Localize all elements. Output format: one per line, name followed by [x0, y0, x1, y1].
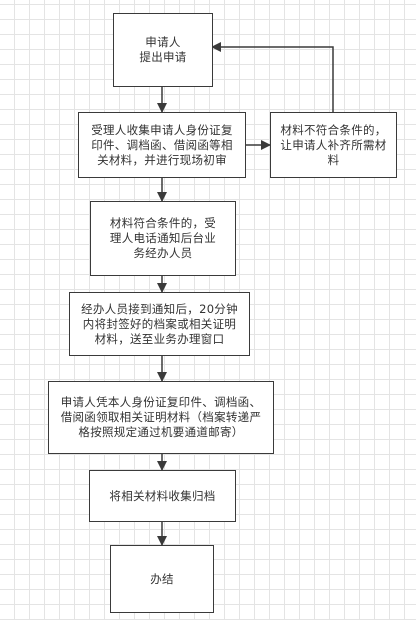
step-pickup-text: 申请人凭本人身份证复印件、调档函、 借阅函领取相关证明材料（档案转递严 格按照规… [60, 395, 262, 439]
step-collect-box: 受理人收集申请人身份证复 印件、调档函、借阅函等相 关材料，并进行现场初审 [78, 112, 246, 178]
step-notify-text: 材料符合条件的，受 理人电话通知后台业 务经办人员 [109, 216, 217, 260]
step-seal-box: 经办人员接到通知后，20分钟 内将封签好的档案或相关证明 材料，送至业务办理窗口 [69, 292, 250, 356]
step-done-text: 办结 [150, 571, 174, 586]
step-incomplete-text: 材料不符合条件的， 让申请人补齐所需材 料 [280, 122, 387, 167]
step-collect-text: 受理人收集申请人身份证复 印件、调档函、借阅函等相 关材料，并进行现场初审 [91, 122, 233, 167]
step-done-box: 办结 [110, 545, 214, 613]
step-pickup-box: 申请人凭本人身份证复印件、调档函、 借阅函领取相关证明材料（档案转递严 格按照规… [48, 381, 274, 454]
arrow-incomplete-to-apply [211, 42, 334, 112]
step-seal-text: 经办人员接到通知后，20分钟 内将封签好的档案或相关证明 材料，送至业务办理窗口 [81, 301, 238, 346]
step-archive-box: 将相关材料收集归档 [89, 470, 236, 522]
step-notify-box: 材料符合条件的，受 理人电话通知后台业 务经办人员 [90, 201, 236, 276]
step-apply-text: 申请人 提出申请 [139, 35, 187, 64]
step-archive-text: 将相关材料收集归档 [109, 488, 216, 503]
step-incomplete-box: 材料不符合条件的， 让申请人补齐所需材 料 [270, 112, 397, 178]
step-apply-box: 申请人 提出申请 [113, 13, 213, 87]
